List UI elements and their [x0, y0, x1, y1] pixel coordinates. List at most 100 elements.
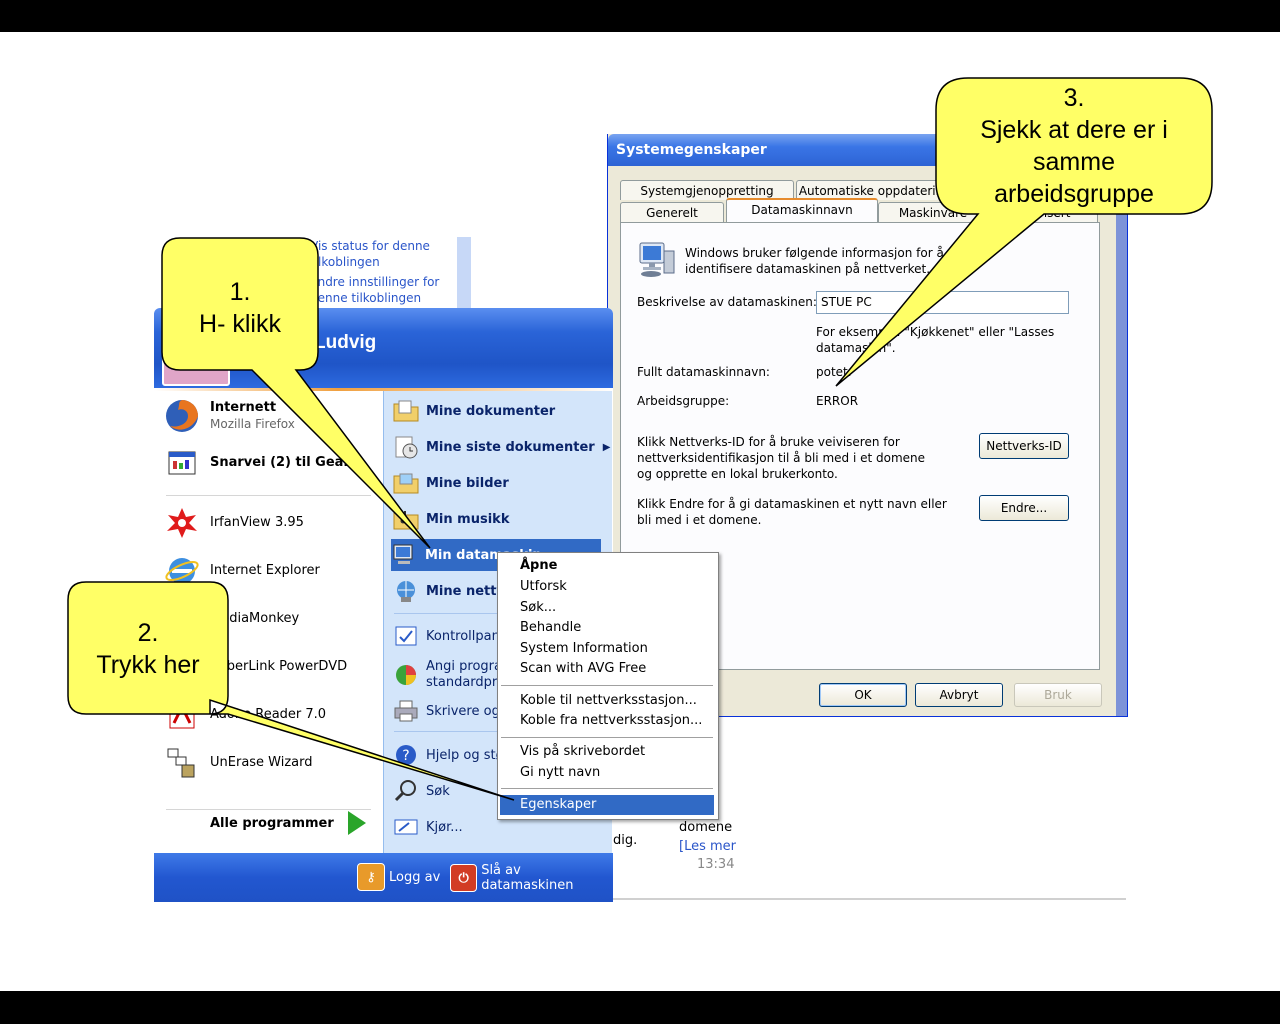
cancel-button[interactable]: Avbryt — [915, 683, 1003, 707]
unerase-wizard-icon — [164, 745, 200, 781]
full-name-label: Fullt datamaskinnavn: — [637, 365, 770, 379]
description-label: Beskrivelse av datamaskinen: — [637, 295, 817, 309]
description-field[interactable]: STUE PC — [816, 291, 1069, 314]
irfanview-icon — [164, 505, 200, 541]
change-text: Klikk Endre for å gi datamaskinen et nyt… — [637, 497, 947, 527]
ctx-properties[interactable]: Egenskaper — [500, 795, 714, 815]
program-access-icon — [392, 661, 420, 689]
network-places-icon — [392, 577, 420, 605]
ok-button[interactable]: OK — [819, 683, 907, 707]
callout-2-number: 2. — [137, 619, 159, 647]
recent-item-unerase-wizard[interactable]: UnErase Wizard — [164, 743, 313, 783]
tab-system-restore[interactable]: Systemgjenoppretting — [620, 180, 794, 200]
callout-1-number: 1. — [229, 278, 251, 306]
right-item-label: Kjør... — [426, 819, 463, 835]
right-item-run[interactable]: Kjør... — [392, 811, 463, 843]
ctx-manage[interactable]: Behandle — [520, 620, 582, 635]
all-programs-label: Alle programmer — [210, 815, 334, 831]
workgroup-label: Arbeidsgruppe: — [637, 394, 730, 408]
green-arrow-icon — [347, 811, 366, 835]
submenu-arrow-icon: ▶ — [602, 441, 611, 453]
ctx-scan-avg[interactable]: Scan with AVG Free — [520, 661, 647, 676]
network-id-text: Klikk Nettverks-ID for å bruke veivisere… — [637, 435, 926, 481]
help-icon: ? — [392, 741, 420, 769]
callout-1-text: H- klikk — [199, 310, 281, 338]
link-settings-2[interactable]: denne tilkoblingen — [310, 291, 422, 305]
callout-3-line-1: Sjekk at dere er i — [980, 116, 1168, 144]
example-text: For eksempel: "Kjøkkenet" eller "Lasses … — [816, 325, 1055, 355]
link-status[interactable]: Vis status for denne — [310, 239, 430, 253]
ctx-disconnect-network-drive[interactable]: Koble fra nettverksstasjon... — [520, 713, 703, 728]
tab-computer-name[interactable]: Datamaskinnavn — [726, 198, 878, 222]
fragment-time: 13:34 — [697, 857, 735, 872]
music-folder-icon — [392, 505, 420, 533]
full-name-value: potet. — [816, 365, 852, 379]
user-name: Ludvig — [314, 332, 377, 353]
background-scroll-strip — [457, 237, 471, 309]
search-icon — [392, 777, 420, 805]
ctx-map-network-drive[interactable]: Koble til nettverksstasjon... — [520, 693, 697, 708]
right-item-label: Mine dokumenter — [426, 403, 556, 419]
shutdown-button[interactable]: ⏻ Slå av datamaskinen — [450, 863, 613, 893]
right-item-my-music[interactable]: Min musikk — [392, 503, 509, 535]
pinned-item-shortcut[interactable]: Snarvei (2) til Gear — [164, 443, 350, 483]
network-id-button[interactable]: Nettverks-ID — [979, 433, 1069, 459]
svg-text:?: ? — [402, 748, 409, 764]
right-item-my-documents[interactable]: Mine dokumenter — [392, 395, 555, 427]
shutdown-label: Slå av datamaskinen — [481, 863, 574, 893]
recent-title: IrfanView 3.95 — [210, 515, 304, 530]
logoff-label: Logg av — [389, 869, 441, 885]
link-status-2[interactable]: tilkoblingen — [310, 255, 380, 269]
ctx-rename[interactable]: Gi nytt navn — [520, 765, 601, 780]
intro-text: Windows bruker følgende informasjon for … — [685, 246, 944, 276]
ctx-search[interactable]: Søk... — [520, 600, 557, 615]
workgroup-value: ERROR — [816, 394, 859, 408]
all-programs-button[interactable]: Alle programmer — [210, 811, 366, 835]
user-avatar[interactable] — [162, 342, 230, 386]
tab-general[interactable]: Generelt — [620, 202, 724, 222]
right-item-label: Søk — [426, 783, 450, 799]
recent-title: Internet Explorer — [210, 563, 320, 578]
pinned-subtitle: Mozilla Firefox — [210, 417, 295, 431]
key-icon: ⚷ — [357, 863, 385, 891]
fragment-link-les-mer[interactable]: [Les mer — [679, 839, 736, 854]
internet-explorer-icon — [164, 553, 200, 589]
right-item-control-panel[interactable]: Kontrollpanel — [392, 620, 511, 652]
right-item-label: Mine bilder — [426, 475, 509, 491]
ctx-explore[interactable]: Utforsk — [520, 579, 567, 594]
fragment-word-domene: domene — [679, 820, 733, 835]
callout-1: 1. H- klikk — [162, 276, 318, 340]
right-item-search[interactable]: Søk — [392, 775, 450, 807]
pinned-title: Internett — [210, 400, 277, 415]
documents-folder-icon — [392, 397, 420, 425]
ctx-open[interactable]: Åpne — [520, 558, 558, 573]
callout-3-number: 3. — [1063, 84, 1085, 112]
control-panel-icon — [392, 622, 420, 650]
recent-item-internet-explorer[interactable]: Internet Explorer — [164, 551, 320, 591]
recent-title: CyberLink PowerDVD — [210, 659, 348, 674]
change-button[interactable]: Endre... — [979, 495, 1069, 521]
right-item-label: Mine siste dokumenter — [426, 439, 595, 455]
top-black-bar — [0, 0, 1280, 32]
recent-title: UnErase Wizard — [210, 755, 313, 770]
callout-2-text: Trykk her — [96, 651, 200, 679]
recent-item-adobe-reader[interactable]: Adobe Reader 7.0 — [164, 695, 326, 735]
callout-3-line-2: samme — [1033, 148, 1115, 176]
logoff-button[interactable]: ⚷ Logg av — [357, 863, 440, 891]
background-network-window: Vis status for denne tilkoblingen Endre … — [300, 237, 492, 309]
recent-item-irfanview[interactable]: IrfanView 3.95 — [164, 503, 304, 543]
right-item-recent-documents[interactable]: Mine siste dokumenter ▶ — [392, 431, 610, 463]
link-settings[interactable]: Endre innstillinger for — [310, 275, 440, 289]
fragment-word-dig: dig. — [613, 833, 638, 848]
callout-3: 3. Sjekk at dere er i samme arbeidsgrupp… — [936, 82, 1212, 210]
start-menu-footer: ⚷ Logg av ⏻ Slå av datamaskinen — [154, 853, 613, 902]
shortcut-icon — [164, 445, 200, 481]
right-item-my-pictures[interactable]: Mine bilder — [392, 467, 509, 499]
computer-icon — [637, 241, 677, 279]
right-item-label: Min musikk — [426, 511, 510, 527]
context-menu: Åpne Utforsk Søk... Behandle System Info… — [497, 552, 719, 820]
ctx-show-on-desktop[interactable]: Vis på skrivebordet — [520, 744, 646, 759]
ctx-system-information[interactable]: System Information — [520, 641, 648, 656]
apply-button[interactable]: Bruk — [1014, 683, 1102, 707]
